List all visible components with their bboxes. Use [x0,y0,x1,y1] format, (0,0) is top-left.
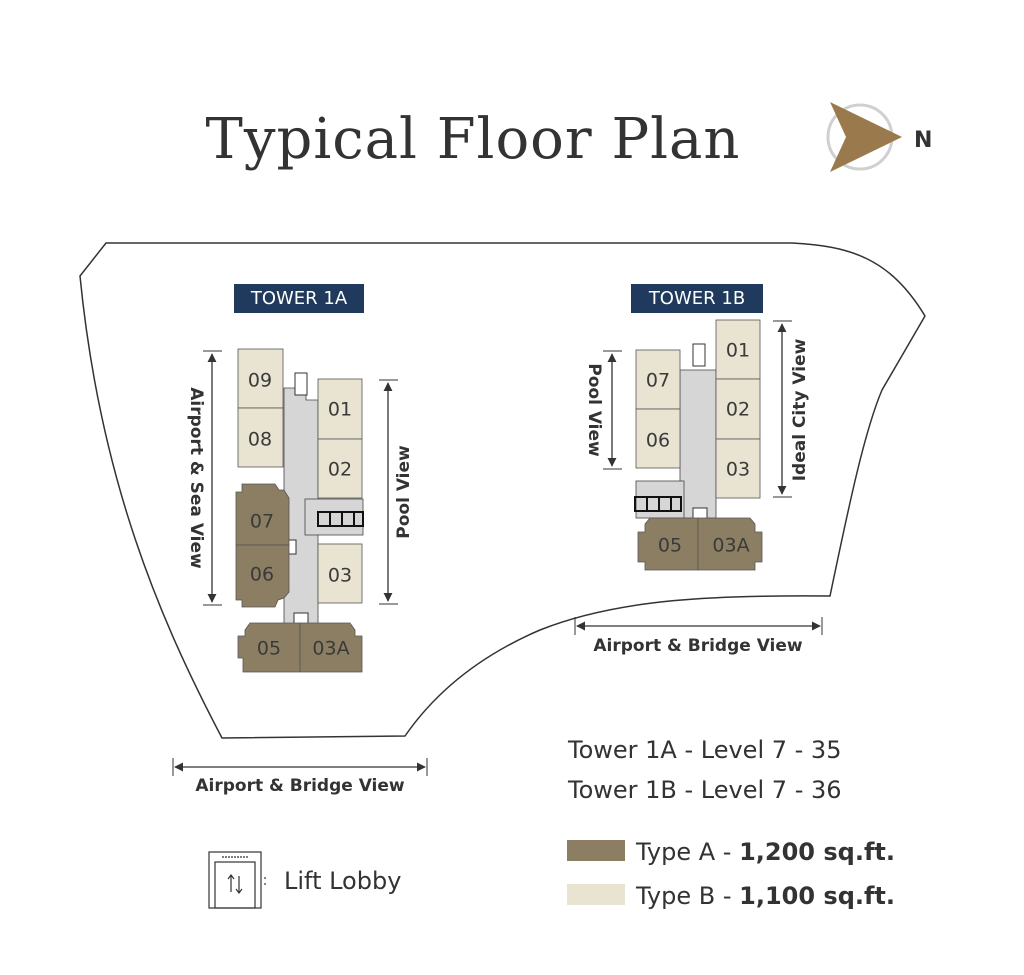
unit-1b-07[interactable] [635,349,681,410]
page-title: Typical Floor Plan [205,107,740,172]
unit-number: 08 [248,429,272,451]
unit-number: 06 [646,430,670,452]
lift-core-icon [317,511,364,527]
corridor [679,369,717,519]
unit-1a-03a[interactable] [299,622,363,673]
view-label-left: Pool View [584,363,604,457]
stair-icon [294,372,308,396]
unit-number: 01 [726,340,750,362]
north-arrow-icon [826,102,902,172]
lift-lobby-icon [208,851,266,909]
unit-number: 02 [328,459,352,481]
unit-number: 03 [726,459,750,481]
unit-number: 01 [328,399,352,421]
tower-1b-label-bg [631,284,763,313]
unit-1a-07[interactable] [235,483,290,546]
unit-number: 07 [250,511,274,533]
unit-1a-06[interactable] [235,544,290,608]
stair-icon [692,343,706,367]
type-a-size: 1,200 sq.ft. [739,838,895,866]
tower-1b-label: TOWER 1B [648,288,745,309]
view-label-right: Pool View [394,445,414,539]
unit-1a-08[interactable] [237,407,284,468]
unit-1a-02[interactable] [317,438,363,499]
unit-1b-02[interactable] [715,378,761,440]
unit-1a-03[interactable] [317,543,363,604]
type-b-legend: Type B - 1,100 sq.ft. [635,882,895,910]
lift-lobby-label: Lift Lobby [284,867,401,895]
unit-1a-09[interactable] [237,348,284,409]
unit-1b-01[interactable] [715,319,761,380]
type-b-swatch [567,884,625,905]
unit-number: 05 [257,638,281,660]
tower-1a: TOWER 1A 09 08 01 02 07 06 03 [172,284,428,796]
type-a-label: Type A - [635,838,739,866]
unit-number: 06 [250,564,274,586]
unit-number: 03A [712,535,749,557]
north-label: N [914,128,932,153]
view-label-left: Airport & Sea View [186,387,206,569]
unit-number: 03 [328,565,352,587]
unit-1b-03[interactable] [715,438,761,499]
lift-core-icon [634,496,682,512]
view-label-bottom: Airport & Bridge View [195,776,405,796]
tower-1a-label-bg [234,284,364,313]
unit-number: 03A [312,638,349,660]
site-boundary [79,242,926,739]
unit-number: 09 [248,370,272,392]
type-a-swatch [567,840,625,861]
unit-1b-03a[interactable] [697,517,763,571]
unit-number: 05 [658,535,682,557]
view-label-bottom: Airport & Bridge View [593,636,803,656]
levels-tower-1a: Tower 1A - Level 7 - 35 [567,736,841,764]
unit-number: 02 [726,399,750,421]
levels-tower-1b: Tower 1B - Level 7 - 36 [567,776,842,804]
type-b-size: 1,100 sq.ft. [739,882,895,910]
type-a-legend: Type A - 1,200 sq.ft. [635,838,895,866]
tower-1a-label: TOWER 1A [250,288,348,309]
tower-1b: TOWER 1B 07 06 01 02 03 05 03A Pool View [574,284,823,656]
view-label-right: Ideal City View [790,338,810,481]
unit-number: 07 [646,370,670,392]
type-b-label: Type B - [635,882,739,910]
unit-1b-06[interactable] [635,408,681,469]
